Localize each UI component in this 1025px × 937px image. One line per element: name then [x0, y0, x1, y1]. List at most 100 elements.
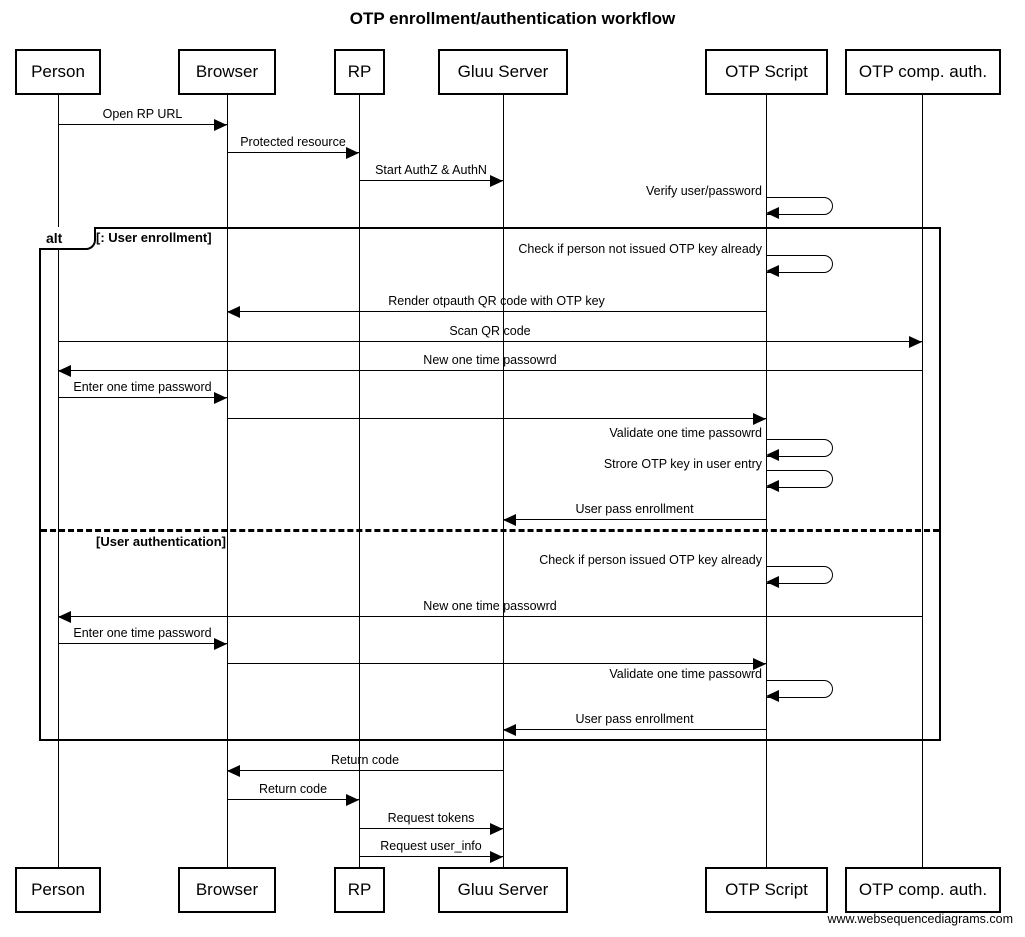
arrowhead-open-rp-url — [214, 119, 227, 131]
message-label-new-one-time-password-2: New one time passowrd — [423, 599, 557, 613]
actor-person-top[interactable]: Person — [15, 49, 101, 95]
arrowhead-store-otp-key — [766, 480, 779, 492]
message-label-user-pass-enrollment-1: User pass enrollment — [575, 502, 694, 516]
actor-label: Browser — [195, 880, 259, 899]
message-label-enter-one-time-password-2: Enter one time password — [73, 626, 212, 640]
actor-otp-script-top[interactable]: OTP Script — [705, 49, 828, 95]
self-message-loop-store-otp-key — [766, 470, 833, 488]
actor-label: Person — [31, 880, 85, 899]
message-line-protected-resource — [227, 152, 359, 153]
arrowhead-verify-user-password — [766, 207, 779, 219]
message-line-submit-otp-1 — [227, 418, 766, 419]
message-label-protected-resource: Protected resource — [240, 135, 346, 149]
arrowhead-render-qr-code — [227, 306, 240, 318]
self-message-loop-check-person-not-issued — [766, 255, 833, 273]
message-line-enter-one-time-password-1 — [58, 397, 227, 398]
arrowhead-enter-one-time-password-2 — [214, 638, 227, 650]
message-label-validate-otp-1: Validate one time passowrd — [609, 426, 762, 440]
message-line-request-user-info — [359, 856, 503, 857]
message-line-open-rp-url — [58, 124, 227, 125]
arrowhead-user-pass-enrollment-2 — [503, 724, 516, 736]
arrowhead-protected-resource — [346, 147, 359, 159]
message-line-return-code-1 — [227, 770, 503, 771]
message-label-start-authz-authn: Start AuthZ & AuthN — [375, 163, 487, 177]
arrowhead-return-code-2 — [346, 794, 359, 806]
alt-else-divider — [41, 529, 939, 532]
actor-rp-bottom[interactable]: RP — [334, 867, 385, 913]
arrowhead-user-pass-enrollment-1 — [503, 514, 516, 526]
arrowhead-submit-otp-2 — [753, 658, 766, 670]
alt-condition-enrollment: [: User enrollment] — [96, 230, 212, 245]
actor-label: Browser — [195, 62, 259, 81]
actor-otp-comp-auth-top[interactable]: OTP comp. auth. — [845, 49, 1001, 95]
lifeline-rp — [359, 95, 360, 867]
page-title: OTP enrollment/authentication workflow — [349, 9, 676, 28]
arrowhead-enter-one-time-password-1 — [214, 392, 227, 404]
self-message-loop-verify-user-password — [766, 197, 833, 215]
watermark-credit: www.websequencediagrams.com — [827, 912, 1013, 926]
actor-label: RP — [347, 880, 372, 899]
actor-otp-script-bottom[interactable]: OTP Script — [705, 867, 828, 913]
alt-condition-authentication: [User authentication] — [96, 534, 227, 549]
message-line-return-code-2 — [227, 799, 359, 800]
message-line-user-pass-enrollment-1 — [503, 519, 766, 520]
message-line-enter-one-time-password-2 — [58, 643, 227, 644]
actor-otp-comp-auth-bottom[interactable]: OTP comp. auth. — [845, 867, 1001, 913]
arrowhead-return-code-1 — [227, 765, 240, 777]
actor-label: OTP comp. auth. — [858, 880, 988, 899]
actor-person-bottom[interactable]: Person — [15, 867, 101, 913]
message-label-render-qr-code: Render otpauth QR code with OTP key — [388, 294, 605, 308]
self-message-loop-check-person-issued — [766, 566, 833, 584]
arrowhead-start-authz-authn — [490, 175, 503, 187]
message-label-check-person-issued: Check if person issued OTP key already — [539, 553, 762, 567]
message-line-new-one-time-password-1 — [58, 370, 922, 371]
actor-label: Person — [31, 62, 85, 81]
message-line-user-pass-enrollment-2 — [503, 729, 766, 730]
message-label-user-pass-enrollment-2: User pass enrollment — [575, 712, 694, 726]
actor-label: Gluu Server — [457, 62, 549, 81]
arrowhead-check-person-not-issued — [766, 265, 779, 277]
arrowhead-request-user-info — [490, 851, 503, 863]
message-line-new-one-time-password-2 — [58, 616, 922, 617]
message-label-scan-qr-code: Scan QR code — [449, 324, 531, 338]
message-line-request-tokens — [359, 828, 503, 829]
message-label-verify-user-password: Verify user/password — [645, 184, 762, 198]
actor-gluu-server-bottom[interactable]: Gluu Server — [438, 867, 568, 913]
arrowhead-validate-otp-1 — [766, 449, 779, 461]
message-label-enter-one-time-password-1: Enter one time password — [73, 380, 212, 394]
arrowhead-request-tokens — [490, 823, 503, 835]
message-label-return-code-1: Return code — [330, 753, 400, 767]
actor-browser-bottom[interactable]: Browser — [178, 867, 276, 913]
arrowhead-validate-otp-2 — [766, 690, 779, 702]
message-line-submit-otp-2 — [227, 663, 766, 664]
message-line-scan-qr-code — [58, 341, 922, 342]
actor-label: OTP Script — [725, 62, 808, 81]
actor-gluu-server-top[interactable]: Gluu Server — [438, 49, 568, 95]
self-message-loop-validate-otp-2 — [766, 680, 833, 698]
actor-rp-top[interactable]: RP — [334, 49, 385, 95]
actor-label: RP — [347, 62, 372, 81]
message-label-request-tokens: Request tokens — [387, 811, 475, 825]
arrowhead-scan-qr-code — [909, 336, 922, 348]
lifeline-person — [58, 95, 59, 867]
actor-label: OTP Script — [725, 880, 808, 899]
message-label-open-rp-url: Open RP URL — [102, 107, 183, 121]
lifeline-otp-comp-auth — [922, 95, 923, 867]
message-line-render-qr-code — [227, 311, 766, 312]
message-label-return-code-2: Return code — [258, 782, 328, 796]
lifeline-browser — [227, 95, 228, 867]
arrowhead-new-one-time-password-2 — [58, 611, 71, 623]
lifeline-gluu-server — [503, 95, 504, 867]
message-label-new-one-time-password-1: New one time passowrd — [423, 353, 557, 367]
alt-fragment-frame — [39, 227, 941, 741]
arrowhead-new-one-time-password-1 — [58, 365, 71, 377]
actor-browser-top[interactable]: Browser — [178, 49, 276, 95]
message-line-start-authz-authn — [359, 180, 503, 181]
message-label-check-person-not-issued: Check if person not issued OTP key alrea… — [518, 242, 762, 256]
alt-fragment-tab: alt — [39, 227, 96, 250]
arrowhead-check-person-issued — [766, 576, 779, 588]
message-label-store-otp-key: Strore OTP key in user entry — [603, 457, 762, 471]
message-label-validate-otp-2: Validate one time passowrd — [609, 667, 762, 681]
actor-label: Gluu Server — [457, 880, 549, 899]
